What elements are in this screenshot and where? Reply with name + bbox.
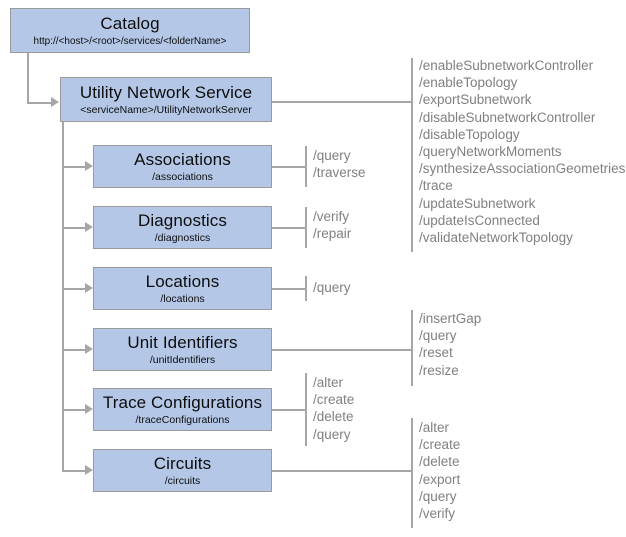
operations-list-circuits: /alter/create/delete/export/query/verify [419,419,460,522]
arrowhead-diagnostics [85,222,93,232]
node-unit-identifiers-subtitle: /unitIdentifiers [149,353,216,366]
operation-item: /synthesizeAssociationGeometries [419,161,626,177]
operations-list-associations: /query/traverse [313,147,366,181]
connector-branch-circuits [62,470,86,472]
operation-item: /alter [419,420,450,435]
operation-item: /export [419,471,461,487]
arrowhead-unit-identifiers [85,344,93,354]
connector-locations-to-operations [272,288,305,290]
connector-unit-identifiers-to-operations [272,349,411,351]
operations-list-trace-configurations: /alter/create/delete/query [313,374,354,443]
operation-item: /create [313,392,355,408]
connector-branch-trace-configurations [62,409,86,411]
operation-item: /resize [419,362,459,378]
operation-item: /query [419,488,457,504]
operation-item: /disableSubnetworkController [419,109,596,125]
node-associations[interactable]: Associations /associations [93,145,272,188]
node-locations-subtitle: /locations [160,292,205,305]
connector-branch-unit-identifiers [62,349,86,351]
connector-associations-to-operations [272,166,305,168]
arrowhead-associations [85,161,93,171]
operation-item: /validateNetworkTopology [419,230,573,246]
arrowhead-locations [85,283,93,293]
operations-bracket-diagnostics [305,207,307,248]
operation-item: /exportSubnetwork [419,92,532,108]
connector-diagnostics-to-operations [272,227,305,229]
node-circuits-title: Circuits [153,453,212,473]
node-utility-network-service[interactable]: Utility Network Service <serviceName>/Ut… [60,77,272,122]
node-utility-network-service-title: Utility Network Service [79,82,253,102]
operation-item: /query [313,426,351,442]
node-locations[interactable]: Locations /locations [93,267,272,310]
operations-bracket-service [411,58,413,252]
connector-service-trunk-vertical [62,122,64,471]
node-unit-identifiers-title: Unit Identifiers [127,332,238,352]
node-catalog-title: Catalog [100,13,160,33]
arrowhead-circuits [85,465,93,475]
operations-bracket-trace-configurations [305,373,307,446]
operation-item: /create [419,437,461,453]
operation-item: /trace [419,178,453,194]
node-locations-title: Locations [145,271,220,291]
node-diagnostics[interactable]: Diagnostics /diagnostics [93,206,272,249]
operations-list-diagnostics: /verify/repair [313,208,351,242]
operation-item: /query [313,148,351,163]
connector-branch-diagnostics [62,227,86,229]
operation-item: /verify [313,209,350,224]
operation-item: /alter [313,375,344,390]
node-diagnostics-subtitle: /diagnostics [154,231,211,244]
connector-catalog-to-service-vertical [27,52,29,103]
node-diagnostics-title: Diagnostics [138,210,227,230]
node-trace-configurations-subtitle: /traceConfigurations [135,413,230,426]
operations-list-unit-identifiers: /insertGap/query/reset/resize [419,310,481,379]
operation-item: /repair [313,226,352,242]
connector-service-to-operations [272,101,411,103]
operation-item: /enableSubnetworkController [419,58,594,73]
operation-item: /delete [419,454,460,470]
node-utility-network-service-subtitle: <serviceName>/UtilityNetworkServer [80,103,252,116]
node-catalog-subtitle: http://<host>/<root>/services/<folderNam… [33,35,227,47]
operation-item: /insertGap [419,311,482,326]
operation-item: /disableTopology [419,126,520,142]
operation-item: /query [419,328,457,344]
operations-bracket-associations [305,146,307,187]
operations-bracket-unit-identifiers [411,310,413,386]
node-associations-subtitle: /associations [152,170,213,183]
node-trace-configurations-title: Trace Configurations [102,392,263,412]
operations-bracket-circuits [411,418,413,528]
operation-item: /queryNetworkMoments [419,144,562,160]
node-trace-configurations[interactable]: Trace Configurations /traceConfiguration… [93,388,272,431]
connector-branch-locations [62,288,86,290]
operation-item: /reset [419,345,453,361]
operation-item: /delete [313,409,354,425]
connector-catalog-to-service-horizontal [27,102,52,104]
operation-item: /enableTopology [419,75,518,91]
operation-item: /updateSubnetwork [419,195,536,211]
operation-item: /traverse [313,165,366,181]
node-catalog[interactable]: Catalog http://<host>/<root>/services/<f… [10,8,250,53]
arrowhead-service [51,97,59,107]
node-circuits[interactable]: Circuits /circuits [93,449,272,492]
operations-list-utility-network-service: /enableSubnetworkController/enableTopolo… [419,57,625,246]
operation-item: /query [313,280,351,295]
operation-item: /updateIsConnected [419,212,540,228]
connector-branch-associations [62,166,86,168]
connector-trace-configurations-to-operations [272,409,305,411]
node-associations-title: Associations [134,149,231,169]
operations-list-locations: /query [313,279,351,296]
node-unit-identifiers[interactable]: Unit Identifiers /unitIdentifiers [93,328,272,371]
arrowhead-trace-configurations [85,404,93,414]
operations-bracket-locations [305,276,307,301]
node-circuits-subtitle: /circuits [164,474,201,487]
connector-circuits-to-operations [272,470,411,472]
operation-item: /verify [419,506,456,522]
